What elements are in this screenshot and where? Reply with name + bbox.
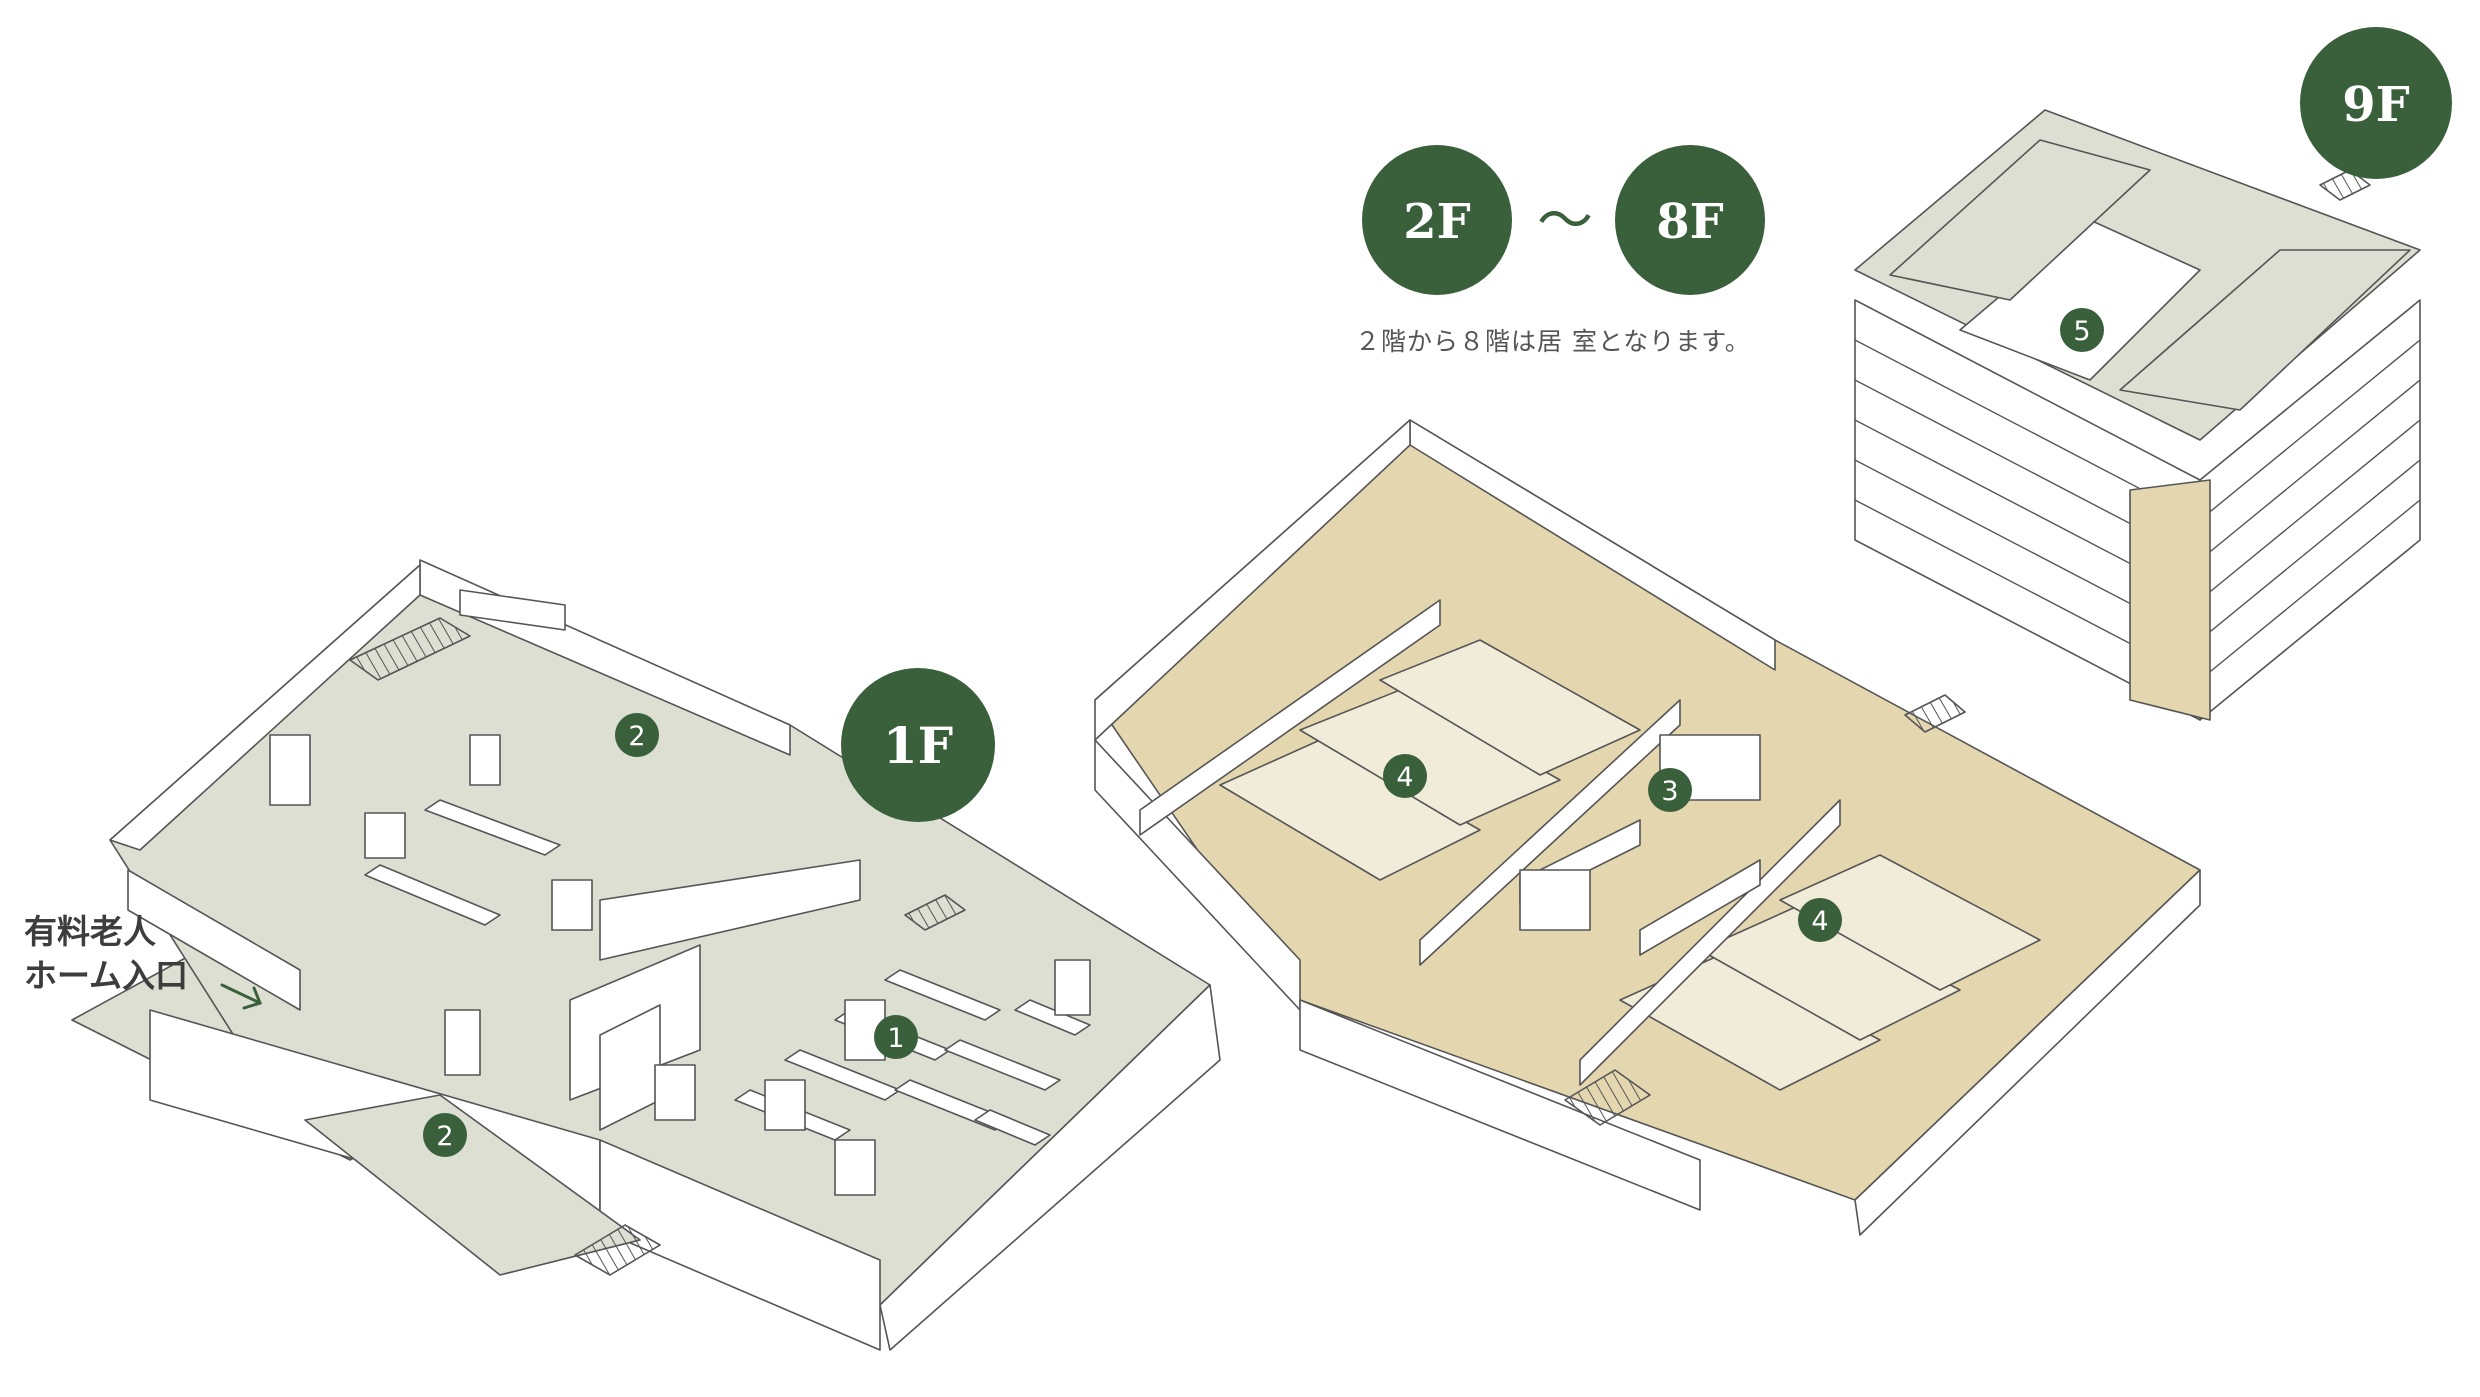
badge-2f-label: 2F xyxy=(1403,194,1470,250)
second-floor-building xyxy=(1094,419,2201,1236)
first-floor-partition-1 xyxy=(127,869,301,1011)
tower-stair-strip xyxy=(2129,479,2211,721)
marker-f1-lower-room: 2 xyxy=(423,1113,467,1157)
marker-f1-dining: 1 xyxy=(874,1015,918,1059)
svg-text:3: 3 xyxy=(1661,776,1678,807)
upper-floors-tower xyxy=(1854,109,2421,721)
tower-roof-stair xyxy=(2319,169,2371,201)
floor-range-separator: 〜 xyxy=(1537,189,1593,254)
second-floor-lower-wall xyxy=(1299,999,1701,1211)
arrow-right-down-icon xyxy=(220,983,262,1010)
entrance-label-line1: 有料老人 xyxy=(24,912,156,951)
stair-upper xyxy=(349,617,471,681)
first-floor-left-wall xyxy=(109,564,421,851)
marker-f2-rooms-left: 4 xyxy=(1383,754,1427,798)
svg-text:2: 2 xyxy=(436,1121,453,1152)
badge-9f-label: 9F xyxy=(2342,77,2409,133)
marker-f2-rooms-right: 4 xyxy=(1798,898,1842,942)
second-floor-walls xyxy=(1139,599,1841,1086)
first-floor-partition-3 xyxy=(599,859,861,961)
second-floor-right-wall xyxy=(1854,869,2201,1236)
badge-1f: 1F xyxy=(841,668,995,822)
badge-1f-label: 1F xyxy=(883,716,953,775)
marker-f2-bath: 3 xyxy=(1648,768,1692,812)
first-floor-building xyxy=(71,559,1221,1351)
tower-roof-right xyxy=(2119,249,2411,411)
badge-9f: 9F xyxy=(2300,27,2452,179)
first-floor-right-wall xyxy=(879,984,1221,1351)
badge-8f: 8F xyxy=(1615,145,1765,295)
tower-roof-left xyxy=(1889,139,2151,301)
marker-f1-upper-room: 2 xyxy=(615,713,659,757)
badge-2f: 2F xyxy=(1362,145,1512,295)
svg-text:4: 4 xyxy=(1396,762,1413,793)
svg-text:1: 1 xyxy=(887,1023,904,1054)
first-floor-stair xyxy=(574,1224,661,1276)
second-floor-stair xyxy=(1564,1069,1651,1126)
svg-text:4: 4 xyxy=(1811,906,1828,937)
stair-right xyxy=(904,894,966,931)
badge-8f-label: 8F xyxy=(1656,194,1723,250)
second-floor-room-strips xyxy=(1219,639,2041,1091)
svg-text:5: 5 xyxy=(2073,316,2090,347)
second-floor-stair-top xyxy=(1904,694,1966,733)
second-floor-left-wall xyxy=(1094,419,1411,741)
marker-f9-roof: 5 xyxy=(2060,308,2104,352)
svg-text:2: 2 xyxy=(628,721,645,752)
entrance-label-line2: ホーム入口 xyxy=(24,956,189,995)
floor-note: ２階から８階は居 室となります。 xyxy=(1355,327,1751,356)
first-floor-bottom-wall xyxy=(599,1139,881,1351)
entrance-label: 有料老人 ホーム入口 xyxy=(24,910,188,998)
first-floor-cabinets xyxy=(269,734,1091,1196)
first-floor-window-panel xyxy=(459,589,566,631)
